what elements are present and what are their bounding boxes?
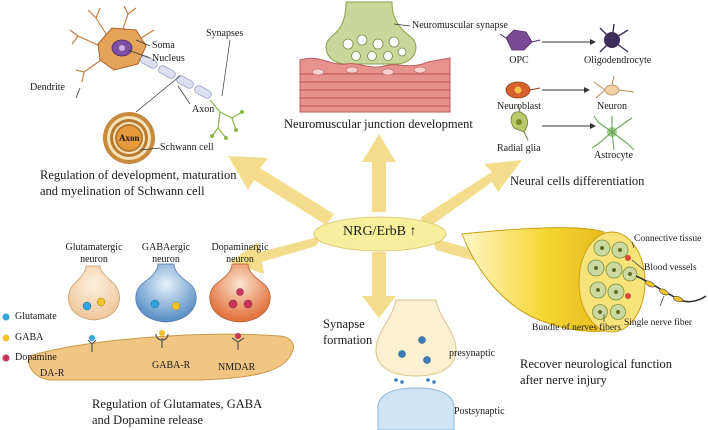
nerve-illustration <box>461 227 707 333</box>
oligodendrocyte-label: Oligodendrocyte <box>584 55 652 66</box>
nerve-caption-line1: Recover neurological function <box>520 357 673 371</box>
gabaergic-line2: neuron <box>152 253 180 265</box>
release-illustration <box>28 263 294 381</box>
single-fiber-label: Single nerve fiber <box>624 318 693 328</box>
astrocyte-label: Astrocyte <box>594 150 633 161</box>
nmdar-label: NMDAR <box>218 362 256 373</box>
nmj-caption: Neuromuscular junction development <box>284 117 473 131</box>
legend-dots <box>2 313 10 362</box>
opc-label: OPC <box>509 55 529 66</box>
neuroblast-cell <box>505 81 541 99</box>
legend-dopamine-dot <box>2 354 10 362</box>
arrow-up-left <box>228 156 334 225</box>
neuromuscular-illustration <box>299 1 451 113</box>
dopaminergic-line2: neuron <box>226 253 254 265</box>
connective-tissue-label: Connective tissue <box>634 234 702 244</box>
legend-glutamate-dot <box>2 313 10 321</box>
radial-glia-label: Radial glia <box>497 143 541 154</box>
glutamatergic-line2: neuron <box>80 253 108 265</box>
legend-glutamate-label: Glutamate <box>15 311 57 322</box>
presynaptic-terminal <box>375 299 457 377</box>
radiating-arrows <box>228 134 528 318</box>
oligodendrocyte-cell <box>599 23 629 53</box>
synapses-label: Synapses <box>206 28 244 39</box>
schwann-caption-line1: Regulation of development, maturation <box>40 168 237 182</box>
receptors <box>87 333 245 352</box>
glutamatergic-neuron-label: Glutamatergic neuron <box>54 242 134 265</box>
dopaminergic-neuron-label: Dopaminergic neuron <box>198 242 282 265</box>
nucleus-label: Nucleus <box>152 53 185 64</box>
glutamatergic-line1: Glutamatergic <box>65 242 123 253</box>
center-label: NRG/ErbB ↑ <box>343 224 417 240</box>
neuroblast-label: Neuroblast <box>497 101 541 112</box>
arrow-down <box>362 252 396 318</box>
neuromuscular-synapse-label: Neuromuscular synapse <box>412 20 508 31</box>
soma-label: Soma <box>152 40 175 51</box>
release-caption-line2: and Dopamine release <box>92 413 204 427</box>
axon-inner-label: Axon <box>119 133 140 143</box>
gabaergic-terminal <box>135 263 197 323</box>
presynaptic-label: presynaptic <box>449 348 496 359</box>
schwann-cell-cross-section <box>103 112 161 164</box>
astrocyte-cell <box>591 115 635 151</box>
schwann-caption-line2: and myelination of Schwann cell <box>40 184 205 198</box>
legend-gaba-dot <box>2 334 10 342</box>
postsynaptic-label: Postsynaptic <box>454 406 505 417</box>
arrow-left <box>230 236 322 274</box>
arrow-up-right <box>420 160 522 228</box>
center-label-text: NRG/ErbB <box>343 224 406 239</box>
nerve-caption-line2: after nerve injury <box>520 373 607 387</box>
dendrite-label: Dendrite <box>30 82 65 93</box>
release-caption-line1: Regulation of Glutamates, GABA <box>92 397 263 411</box>
axon-label: Axon <box>192 104 215 115</box>
da-r-label: DA-R <box>40 368 65 379</box>
gabaergic-neuron-label: GABAergic neuron <box>128 242 204 265</box>
neural-cells-illustration <box>499 23 635 151</box>
blood-vessels-label: Blood vessels <box>644 263 697 273</box>
arrow-up <box>362 134 396 212</box>
neural-caption: Neural cells differentiation <box>510 174 645 188</box>
increase-arrow-icon: ↑ <box>409 224 417 239</box>
neuron-illustration <box>69 5 244 140</box>
radial-glia-cell <box>510 103 529 141</box>
single-nerve-fiber <box>635 275 707 303</box>
bundle-label: Bundle of nerves fibers <box>532 323 621 333</box>
neuron-label: Neuron <box>597 101 627 112</box>
legend-gaba-label: GABA <box>15 332 44 343</box>
schwann-cell-label: Schwann cell <box>160 142 214 153</box>
gabaergic-line1: GABAergic <box>141 242 191 253</box>
dopaminergic-line1: Dopaminergic <box>211 242 269 253</box>
glutamatergic-terminal <box>68 265 120 321</box>
legend-dopamine-label: Dopamine <box>15 352 57 363</box>
synapse-title-line2: formation <box>323 333 373 347</box>
neuron-cell <box>593 75 635 99</box>
opc-cell <box>499 29 541 51</box>
center-ellipse <box>313 216 447 252</box>
postsynaptic-terminal <box>377 387 455 430</box>
gaba-r-label: GABA-R <box>152 360 191 371</box>
synapse-title-line1: Synapse <box>323 317 365 331</box>
axon-segments <box>140 55 212 99</box>
synapse-illustration <box>375 299 457 430</box>
